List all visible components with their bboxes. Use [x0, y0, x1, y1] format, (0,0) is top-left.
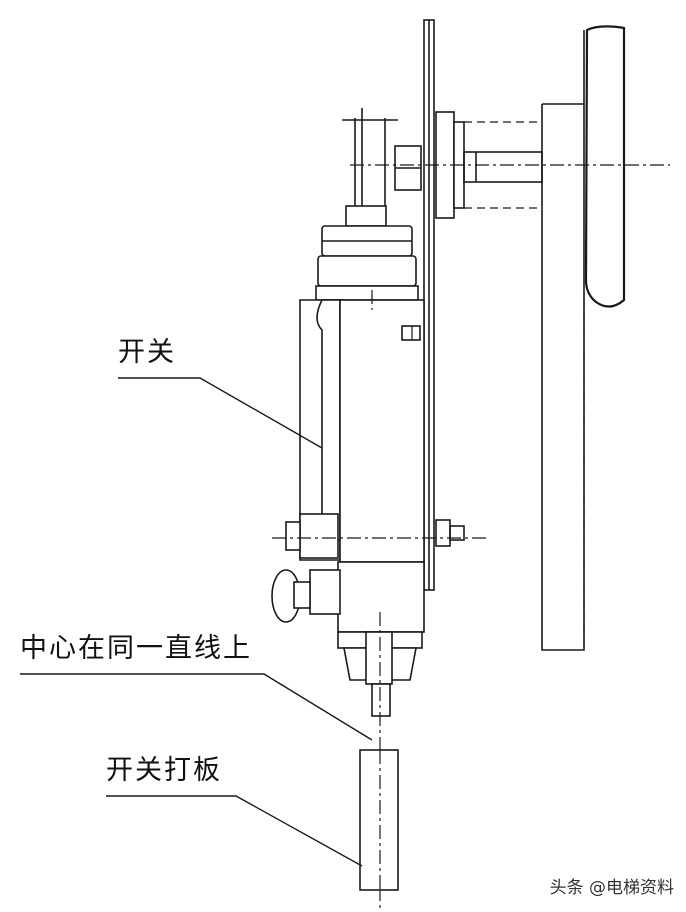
leader-lines [20, 377, 373, 867]
switch-head [315, 205, 419, 301]
guide-rail [541, 25, 626, 651]
watermark: 头条 @电梯资料 [549, 878, 674, 898]
switch-plate-label: 开关打板 [106, 755, 222, 786]
switch-body [299, 299, 465, 717]
center-line-label: 中心在同一直线上 [20, 633, 252, 664]
switch-label: 开关 [118, 337, 176, 368]
switch-striker-plate [359, 749, 399, 891]
side-nut-and-knob [271, 513, 341, 623]
mounting-plate [423, 19, 435, 591]
cable-conduit [342, 108, 398, 206]
